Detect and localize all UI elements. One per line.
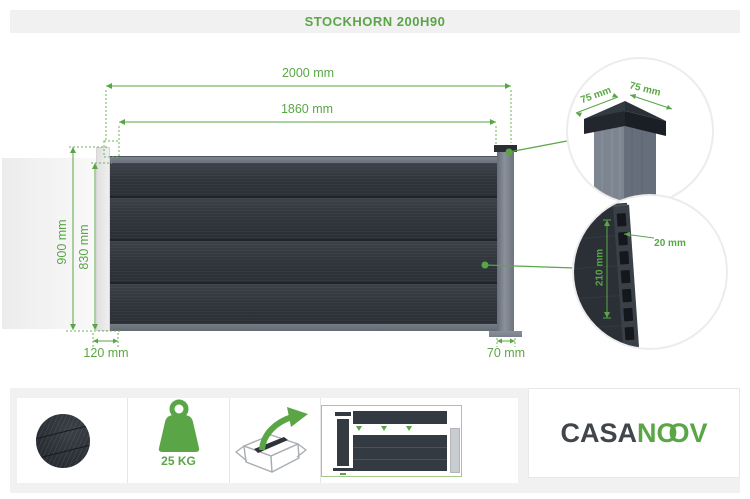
brand-card: CASANOOV xyxy=(528,388,740,478)
assembly-cell xyxy=(321,398,518,483)
weight-label: 25 KG xyxy=(161,454,196,468)
open-box-arrow-icon xyxy=(235,407,308,473)
logo-text-n: N xyxy=(636,417,657,448)
dim-panel-width: 1860 mm xyxy=(280,102,334,116)
kit-post-base xyxy=(333,468,353,471)
post-cap-callout: 75 mm 75 mm xyxy=(566,57,714,205)
dim-left-offset: 120 mm xyxy=(83,346,129,360)
kit-post xyxy=(337,419,349,466)
kit-top-board xyxy=(353,411,447,424)
logo-text-o2: O xyxy=(668,417,690,448)
exploded-view-icon xyxy=(321,405,462,477)
dim-board-thickness: 20 mm xyxy=(654,238,686,249)
post-cap-drawing xyxy=(575,93,673,203)
panel-bottom-rail xyxy=(110,324,497,331)
kit-board-stack xyxy=(353,435,447,471)
dim-panel-height: 830 mm xyxy=(77,224,91,270)
panel-board xyxy=(110,239,497,282)
wood-texture-icon xyxy=(36,414,90,468)
logo-text-casa: CASA xyxy=(560,417,637,448)
faded-adjacent-panel xyxy=(2,158,96,329)
dim-total-height: 900 mm xyxy=(55,219,69,265)
right-post-cap xyxy=(494,145,517,152)
title-bar: STOCKHORN 200H90 xyxy=(10,10,740,33)
kit-board xyxy=(353,447,447,459)
board-seam xyxy=(36,422,90,441)
board-profile-callout: 210 mm 20 mm xyxy=(572,194,728,350)
kit-post-cap xyxy=(335,412,351,416)
weight-cell: 25 KG xyxy=(128,398,230,483)
left-post xyxy=(96,147,110,331)
right-post-base-plate xyxy=(489,331,522,337)
right-post xyxy=(497,151,514,331)
material-sample-cell xyxy=(17,398,128,483)
page-title: STOCKHORN 200H90 xyxy=(304,14,446,29)
kettlebell-icon xyxy=(158,399,200,452)
kit-light-post xyxy=(450,428,460,473)
logo-text-o1: O xyxy=(656,417,678,448)
kit-board xyxy=(353,459,447,471)
panel-top-rail xyxy=(110,156,497,163)
down-arrow-icon xyxy=(381,426,387,431)
dim-total-width: 2000 mm xyxy=(281,66,335,80)
panel-board xyxy=(110,282,497,324)
panel-board xyxy=(110,163,497,196)
logo-text-v: V xyxy=(689,417,708,448)
kit-tick xyxy=(340,473,346,475)
dim-board-height: 210 mm xyxy=(594,248,606,287)
down-arrow-icon xyxy=(406,426,412,431)
down-arrow-icon xyxy=(356,426,362,431)
casanoov-logo: CASANOOV xyxy=(560,418,707,449)
kit-board xyxy=(353,435,447,447)
unboxing-cell xyxy=(230,398,321,483)
board-profile-drawing xyxy=(574,202,655,348)
panel-board xyxy=(110,196,497,239)
fence-panel xyxy=(110,156,497,331)
board-seam xyxy=(36,442,90,461)
dim-post-width: 70 mm xyxy=(486,346,526,360)
